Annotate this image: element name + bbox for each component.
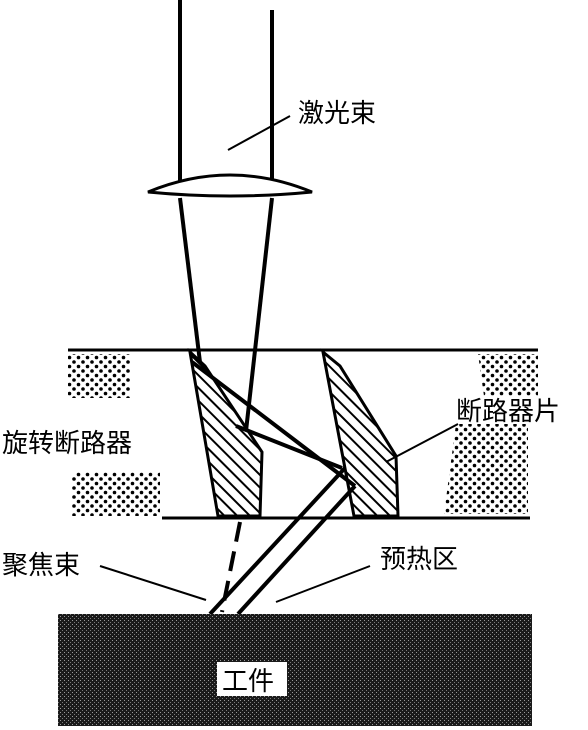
leader-focused-beam [99,565,207,601]
workpiece-block [58,614,532,726]
reflected-beam-a [190,360,357,488]
workpiece-label-box [217,662,287,696]
focusing-lens [147,173,313,198]
leader-preheat-zone [275,565,371,603]
converging-beam-right [243,197,274,441]
label-chopper-blade: 断路器片 [456,397,560,427]
leader-chopper-blade [385,423,459,463]
reflected-beam-b [235,424,343,470]
reflected-beam-c [236,484,357,616]
reflected-beam-d [208,466,347,616]
chopper-blade-left [187,347,264,518]
label-preheat-zone: 预热区 [380,545,458,575]
label-focused-beam: 聚焦束 [2,551,80,581]
label-rotary-chopper: 旋转断路器 [2,429,132,459]
housing-block-upper-left [68,354,130,398]
label-laser-beam: 激光束 [298,99,376,129]
leader-laser-beam [227,115,291,151]
housing-block-lower-right [444,424,528,514]
focused-beam-dashed [220,521,242,613]
chopper-blade-right [320,348,400,518]
housing-block-lower-left [72,472,160,516]
label-workpiece: 工件 [222,667,274,697]
housing-block-upper-right [478,354,538,396]
